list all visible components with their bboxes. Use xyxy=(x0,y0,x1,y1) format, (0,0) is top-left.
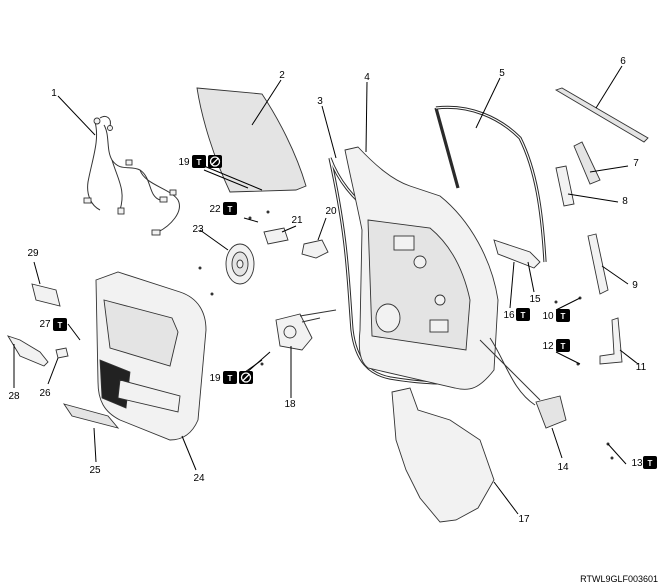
callout-19a: 19 xyxy=(178,157,190,168)
callout-12: 12 xyxy=(542,341,554,352)
door-trim-panel xyxy=(95,271,207,441)
inside-handle xyxy=(301,239,329,259)
belt-molding xyxy=(554,87,649,143)
callout-26: 26 xyxy=(39,388,51,399)
speaker xyxy=(225,243,255,285)
callout-21: 21 xyxy=(291,215,303,226)
glass-run-channel xyxy=(434,105,547,263)
door-glass xyxy=(196,87,307,193)
callout-16: 16 xyxy=(503,310,515,321)
pocket-trim xyxy=(62,403,120,429)
corner-trim xyxy=(573,141,601,185)
callout-13: 13 xyxy=(631,458,643,469)
torque-icon: T xyxy=(521,311,526,320)
callout-24: 24 xyxy=(193,473,205,484)
rear-garnish xyxy=(587,233,609,295)
callout-28: 28 xyxy=(8,391,20,402)
clip xyxy=(55,347,69,359)
service-hole-cover xyxy=(391,387,495,523)
torque-symbols: T T T T T T T T xyxy=(53,155,657,469)
callout-5: 5 xyxy=(499,68,505,79)
callout-15: 15 xyxy=(529,294,541,305)
callout-7: 7 xyxy=(633,158,639,169)
callout-18: 18 xyxy=(284,399,296,410)
callout-23: 23 xyxy=(192,224,204,235)
callout-29: 29 xyxy=(27,248,39,259)
callout-20: 20 xyxy=(325,206,337,217)
callout-25: 25 xyxy=(89,465,101,476)
leader-lines xyxy=(13,65,639,515)
outside-handle-frame xyxy=(493,239,541,269)
door-lock-actuator xyxy=(479,337,567,429)
figure-code: RTWL9GLF003601 xyxy=(580,574,658,584)
callout-4: 4 xyxy=(364,72,370,83)
callout-8: 8 xyxy=(622,196,628,207)
prohibition-icon xyxy=(209,156,221,167)
door-panel xyxy=(344,146,499,390)
callout-14: 14 xyxy=(557,462,569,473)
corner-cover xyxy=(6,335,49,367)
torque-icon: T xyxy=(228,205,233,214)
torque-icon: T xyxy=(197,158,202,167)
torque-icon: T xyxy=(561,342,566,351)
window-regulator xyxy=(275,309,337,351)
bracket xyxy=(599,317,623,365)
wire-harness xyxy=(83,115,180,236)
callout-22: 22 xyxy=(209,204,221,215)
callout-19b: 19 xyxy=(209,373,221,384)
callout-17: 17 xyxy=(518,514,530,525)
torque-icon: T xyxy=(648,459,653,468)
callout-6: 6 xyxy=(620,56,626,67)
callout-3: 3 xyxy=(317,96,323,107)
callout-9: 9 xyxy=(632,280,638,291)
handle-bracket xyxy=(263,227,289,245)
callout-27: 27 xyxy=(39,319,51,330)
callout-11: 11 xyxy=(636,362,647,373)
torque-icon: T xyxy=(228,374,233,383)
prohibition-icon xyxy=(240,372,252,383)
torque-icon: T xyxy=(561,312,566,321)
callout-1: 1 xyxy=(51,88,57,99)
callout-2: 2 xyxy=(279,70,285,81)
callout-labels: 1 2 3 4 5 6 7 8 9 10 11 12 13 14 15 16 1… xyxy=(8,56,646,525)
switch-bezel xyxy=(31,283,61,307)
torque-icon: T xyxy=(58,321,63,330)
callout-10: 10 xyxy=(542,311,554,322)
sash-trim xyxy=(555,165,575,207)
